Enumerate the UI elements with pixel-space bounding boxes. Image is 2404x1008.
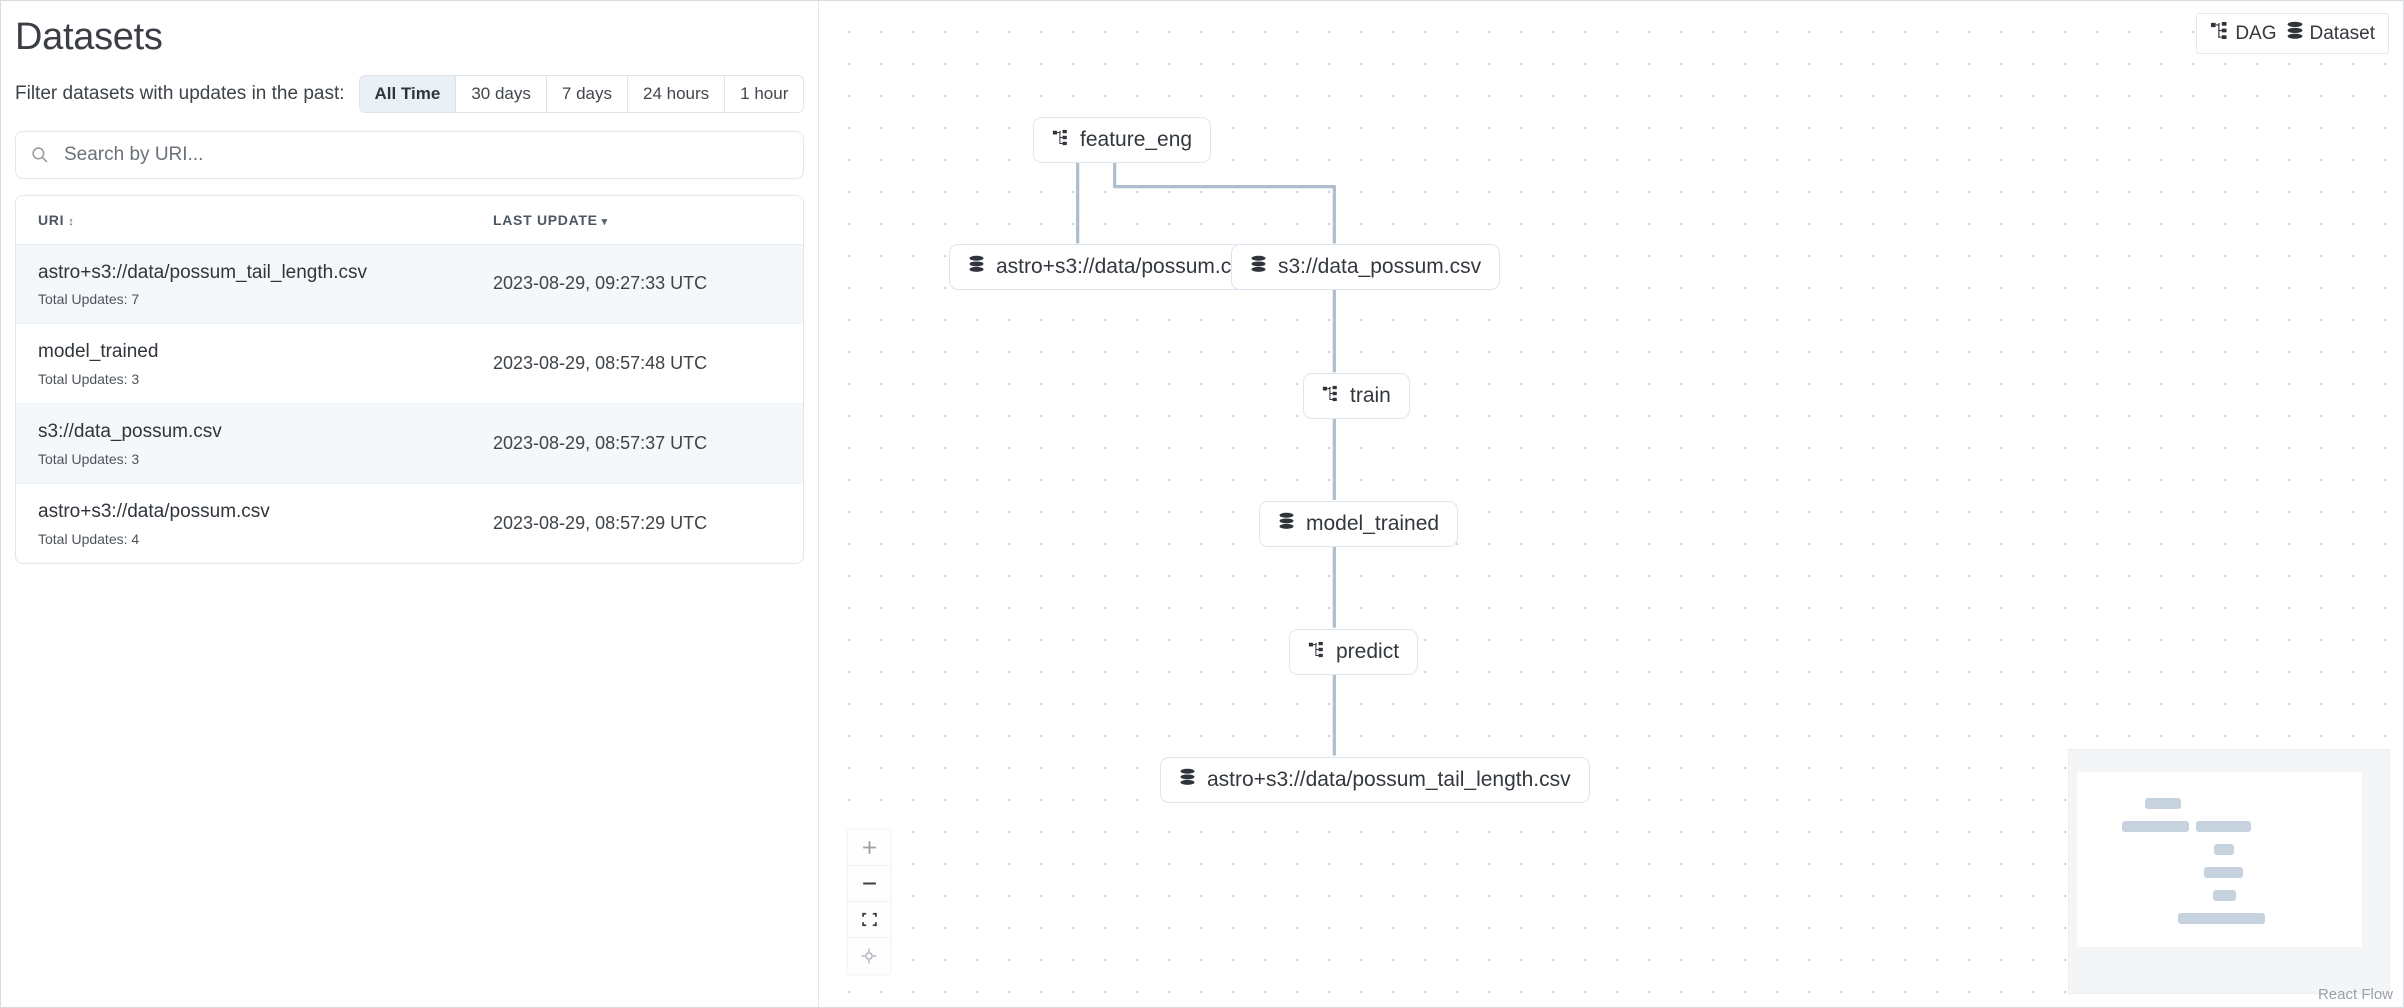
minimap-node <box>2178 913 2265 924</box>
search-bar[interactable] <box>15 130 804 179</box>
dag-icon <box>1308 640 1325 664</box>
minimap-viewport <box>2077 772 2362 947</box>
zoom-in-button[interactable] <box>848 830 890 866</box>
column-header-last-update[interactable]: LAST UPDATE▾ <box>493 195 803 245</box>
graph-node-label: astro+s3://data/possum.csv <box>996 255 1253 278</box>
legend-item-dataset: Dataset <box>2286 21 2375 46</box>
dataset-icon <box>1179 768 1196 792</box>
graph-node-label: feature_eng <box>1080 128 1193 151</box>
cell-last-update: 2023-08-29, 08:57:37 UTC <box>493 432 708 453</box>
minimap-node <box>2204 867 2243 878</box>
sort-icon-uri: ↕ <box>68 215 75 228</box>
filter-7-days[interactable]: 7 days <box>546 74 628 113</box>
minimap-node <box>2196 821 2251 832</box>
dataset-icon <box>2286 21 2304 46</box>
cell-uri: astro+s3://data/possum.csv Total Updates… <box>16 483 493 562</box>
fit-view-button[interactable] <box>848 902 890 938</box>
minimap-node <box>2214 844 2234 855</box>
graph-minimap[interactable] <box>2068 749 2390 994</box>
cell-uri: astro+s3://data/possum_tail_length.csv T… <box>16 244 493 324</box>
dataset-total-updates: Total Updates: 4 <box>38 530 140 547</box>
legend-item-dag: DAG <box>2210 21 2277 46</box>
dataset-uri-link[interactable]: s3://data_possum.csv <box>38 421 222 443</box>
filter-1-hour[interactable]: 1 hour <box>725 74 805 113</box>
page-title: Datasets <box>15 16 163 58</box>
filter-row: Filter datasets with updates in the past… <box>1 61 818 113</box>
dataset-total-updates: Total Updates: 7 <box>38 291 140 308</box>
legend-label-dag: DAG <box>2235 22 2277 44</box>
search-icon <box>30 145 50 165</box>
graph-node-tail-length[interactable]: astro+s3://data/possum_tail_length.csv <box>1160 757 1590 803</box>
legend-label-dataset: Dataset <box>2309 22 2375 44</box>
time-filter-group: All Time 30 days 7 days 24 hours 1 hour <box>358 74 805 113</box>
graph-node-predict[interactable]: predict <box>1289 629 1419 675</box>
search-input[interactable] <box>64 143 789 166</box>
table-row[interactable]: s3://data_possum.csv Total Updates: 3 20… <box>16 403 803 484</box>
dag-icon <box>1322 384 1339 408</box>
minimap-node <box>2145 798 2181 809</box>
table-row[interactable]: astro+s3://data/possum.csv Total Updates… <box>16 483 803 562</box>
column-header-uri[interactable]: URI↕ <box>16 195 493 245</box>
sort-icon-last-update: ▾ <box>601 215 608 228</box>
table-row[interactable]: astro+s3://data/possum_tail_length.csv T… <box>16 244 803 324</box>
graph-legend: DAG Dataset <box>2196 13 2389 54</box>
dataset-icon <box>968 255 985 279</box>
graph-controls <box>848 830 890 974</box>
lock-button[interactable] <box>848 938 890 974</box>
dataset-total-updates: Total Updates: 3 <box>38 371 140 388</box>
graph-node-train[interactable]: train <box>1303 373 1410 419</box>
graph-node-model-trained[interactable]: model_trained <box>1259 501 1459 547</box>
datasets-sidebar: Datasets Filter datasets with updates in… <box>1 1 819 1007</box>
dataset-icon <box>1250 255 1267 279</box>
cell-last-update: 2023-08-29, 08:57:29 UTC <box>493 512 708 533</box>
minimap-node <box>2122 821 2189 832</box>
graph-node-label: train <box>1350 384 1391 407</box>
filter-24-hours[interactable]: 24 hours <box>627 74 726 113</box>
cell-uri: s3://data_possum.csv Total Updates: 3 <box>16 404 493 484</box>
minimap-node <box>2213 890 2236 901</box>
table-header: URI↕ LAST UPDATE▾ <box>16 195 803 245</box>
dag-icon <box>2210 21 2229 46</box>
table-body: astro+s3://data/possum_tail_length.csv T… <box>16 244 803 563</box>
graph-node-possum-csv[interactable]: astro+s3://data/possum.csv <box>949 244 1272 290</box>
dataset-uri-link[interactable]: astro+s3://data/possum.csv <box>38 500 270 522</box>
dataset-icon <box>1278 512 1295 536</box>
dataset-graph-canvas[interactable]: DAG Dataset <box>819 1 2403 1007</box>
datasets-table: URI↕ LAST UPDATE▾ astro+s3://data/possum… <box>16 195 803 563</box>
dataset-uri-link[interactable]: model_trained <box>38 341 159 363</box>
dataset-total-updates: Total Updates: 3 <box>38 450 140 467</box>
graph-node-label: predict <box>1336 640 1400 663</box>
column-header-last-update-label: LAST UPDATE <box>493 211 598 228</box>
cell-last-update: 2023-08-29, 09:27:33 UTC <box>493 273 708 294</box>
zoom-out-button[interactable] <box>848 866 890 902</box>
cell-uri: model_trained Total Updates: 3 <box>16 324 493 404</box>
react-flow-attribution[interactable]: React Flow <box>2317 986 2393 1003</box>
filter-all-time[interactable]: All Time <box>358 74 457 113</box>
dataset-uri-link[interactable]: astro+s3://data/possum_tail_length.csv <box>38 261 367 283</box>
graph-node-label: astro+s3://data/possum_tail_length.csv <box>1207 768 1571 791</box>
graph-node-feature-eng[interactable]: feature_eng <box>1033 117 1212 163</box>
datasets-table-card: URI↕ LAST UPDATE▾ astro+s3://data/possum… <box>15 194 804 564</box>
filter-label: Filter datasets with updates in the past… <box>15 82 345 104</box>
filter-30-days[interactable]: 30 days <box>456 74 547 113</box>
cell-last-update: 2023-08-29, 08:57:48 UTC <box>493 353 708 374</box>
graph-node-label: model_trained <box>1306 512 1440 535</box>
graph-node-label: s3://data_possum.csv <box>1278 255 1482 278</box>
dag-icon <box>1052 128 1069 152</box>
graph-node-data-possum[interactable]: s3://data_possum.csv <box>1231 244 1501 290</box>
table-row[interactable]: model_trained Total Updates: 3 2023-08-2… <box>16 324 803 404</box>
column-header-uri-label: URI <box>38 211 65 228</box>
